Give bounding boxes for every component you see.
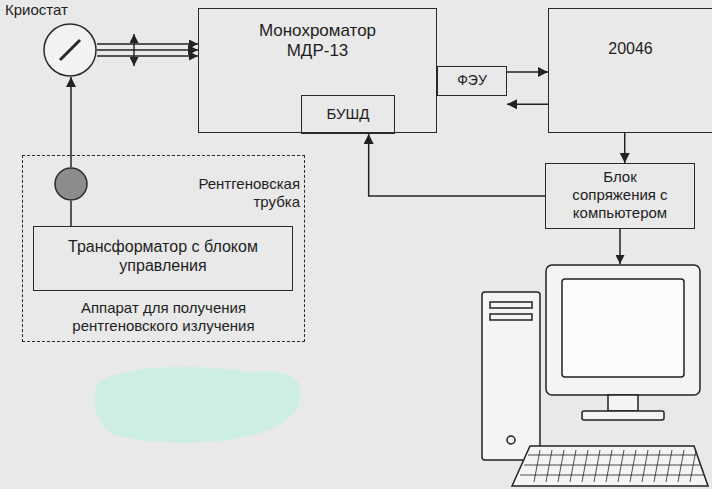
computer-icon: [482, 265, 708, 486]
node-label: Трансформатор с блоком управления: [58, 237, 268, 275]
light-beam: [97, 55, 198, 56]
connector-arrow: [507, 71, 548, 73]
cryostat: Криостат: [43, 23, 97, 77]
node-label: ФЭУ: [438, 67, 506, 89]
tube-symbol: [54, 167, 88, 201]
monochromator-box: БУШД Монохроматор МДР-13: [198, 8, 437, 133]
cryostat-symbol: [43, 23, 97, 77]
transformer-box: Трансформатор с блоком управления: [33, 226, 293, 291]
xray-tube: Рентгеновская трубка: [54, 167, 88, 201]
node-label: Рентгеновская трубка: [172, 175, 300, 211]
connector-arrow: [70, 201, 72, 226]
pmt-box: ФЭУ: [437, 66, 507, 96]
node-label: Монохроматор МДР-13: [233, 21, 403, 62]
counter-box: 20046: [548, 8, 712, 133]
xray-apparatus-region: Рентгеновская трубкаТрансформатор с блок…: [22, 155, 305, 342]
node-label: БУШД: [302, 96, 394, 123]
green-patch: [94, 367, 301, 443]
interface-box: Блок сопряжения с компьютером: [545, 163, 695, 229]
keyboard-keys: [520, 450, 704, 482]
connector-arrow: [507, 104, 548, 106]
light-beam: [97, 43, 198, 44]
control-unit-box: БУШД: [301, 95, 395, 134]
node-label: Криостат: [5, 1, 68, 19]
node-label: Блок сопряжения с компьютером: [563, 168, 678, 222]
connector-arrow: [624, 133, 626, 163]
node-label: Аппарат для получения рентгеновского изл…: [31, 299, 296, 335]
node-label: 20046: [549, 9, 712, 58]
signal-arrow: [619, 229, 621, 264]
connector-arrow: [97, 49, 198, 51]
connector-arrow: [369, 134, 545, 196]
connector-arrow: [70, 77, 72, 167]
